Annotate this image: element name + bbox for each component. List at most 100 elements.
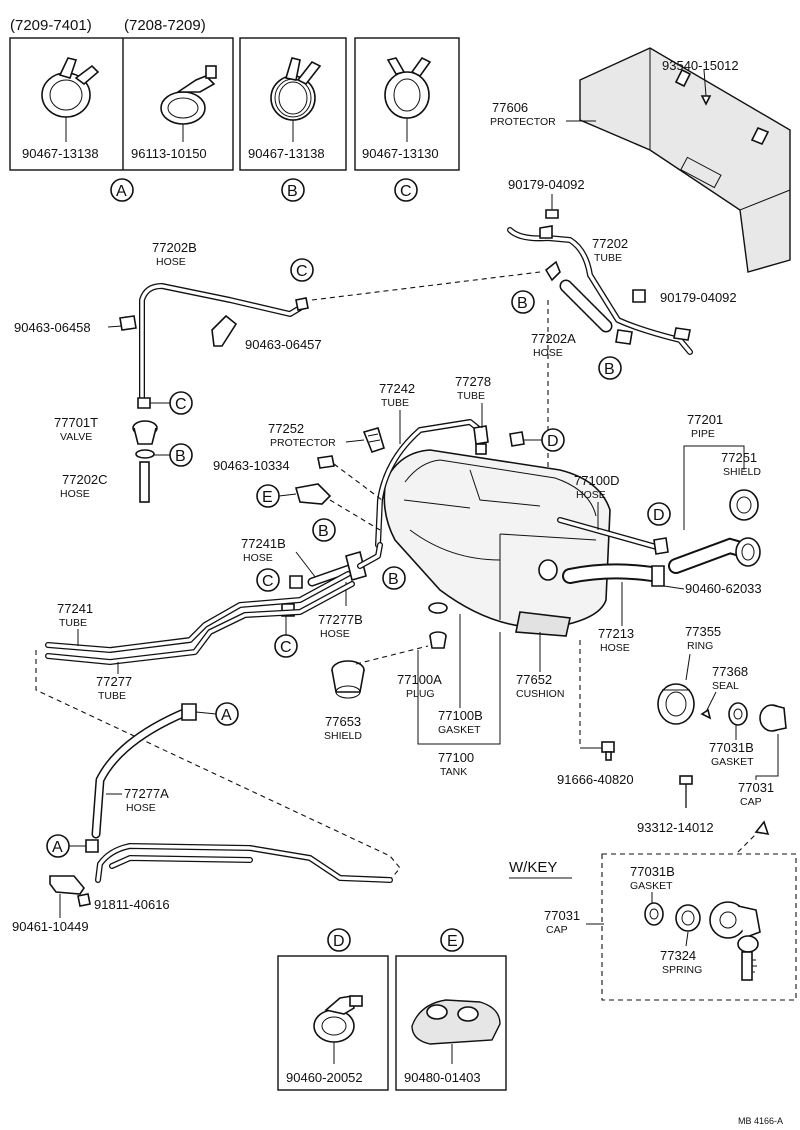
ref-circle-b-top: B [281, 178, 305, 202]
shield-77653-part: 77653 [325, 714, 361, 729]
wkey-spring-part: 77324 [660, 948, 696, 963]
clamp-box-c [354, 37, 460, 171]
tank-name: TANK [440, 766, 467, 778]
valve-clamp-icon [137, 397, 151, 409]
plug-77100a-icon [429, 631, 447, 649]
tube-77202-nut-top: 90179-04092 [508, 177, 585, 192]
ring-part: 77355 [685, 624, 721, 639]
protector-bolt-leader [703, 69, 707, 97]
shield-77653-icon [331, 660, 365, 699]
key-icon [737, 935, 759, 981]
nut-right-icon [632, 289, 646, 303]
tank-bracket [417, 632, 501, 745]
clamp-d-icon [313, 995, 363, 1064]
svg-text:B: B [318, 523, 329, 540]
ref-circle-a-hose-top: A [215, 702, 239, 726]
ref-circle-b-tube-77202: B [598, 356, 622, 380]
svg-text:B: B [175, 448, 186, 465]
shield-77251-name: SHIELD [723, 466, 761, 478]
svg-text:A: A [221, 707, 232, 724]
dash-tube-to-lower [35, 650, 401, 881]
ref-circle-a-top: A [110, 178, 134, 202]
ref-circle-d-box: D [327, 928, 351, 952]
cap-bracket [755, 734, 779, 780]
clamp-06458-leader [107, 325, 123, 328]
pipe-77201-shape [668, 537, 761, 574]
ref-circle-b-77202a: B [511, 290, 535, 314]
cushion-e-large-icon [411, 999, 501, 1064]
tube-77202-nut-right: 90179-04092 [660, 290, 737, 305]
clamp-a1-icon [41, 57, 100, 142]
hose-77241b-name: HOSE [243, 552, 273, 564]
svg-text:C: C [175, 396, 187, 413]
cap-77031-icon [759, 704, 787, 732]
hose-77100d-shape [557, 517, 663, 551]
clamp-a1-part: 90467-13138 [22, 146, 99, 161]
clamp-06457-part: 90463-06457 [245, 337, 322, 352]
tube-77242-name: TUBE [381, 397, 409, 409]
drain-bolt-icon [601, 741, 615, 761]
svg-text:C: C [400, 183, 412, 200]
hose-77202b-part: 77202B [152, 240, 197, 255]
shield-77251-icon [729, 489, 759, 521]
clamp-d-small-icon [509, 431, 525, 447]
clamp-a1-period: (7209-7401) [10, 17, 92, 34]
tube-77277-part: 77277 [96, 674, 132, 689]
bolt-40616-part: 91811-40616 [94, 897, 170, 912]
clamp-box-a [9, 37, 234, 171]
protector-bolt-icon [700, 95, 712, 106]
protector-77252-part: 77252 [268, 421, 304, 436]
protector-name: PROTECTOR [490, 116, 556, 128]
svg-text:B: B [287, 183, 298, 200]
protector-77606-shape [579, 47, 791, 273]
protector-part: 77606 [492, 100, 528, 115]
tube-77278-name: TUBE [457, 390, 485, 402]
ref-circle-e-tank: E [256, 484, 280, 508]
hose-77100d-name: HOSE [576, 489, 606, 501]
ref-circle-b-hose-77241b: B [312, 518, 336, 542]
clamp-a2-part: 96113-10150 [131, 146, 207, 161]
svg-text:C: C [262, 573, 274, 590]
nut-top-icon [545, 209, 559, 219]
plug-part: 77100A [397, 672, 442, 687]
clamp-c-tube-upper-icon [289, 575, 303, 589]
pipe-77201-part: 77201 [687, 412, 723, 427]
svg-text:B: B [388, 571, 399, 588]
screw-14012-icon [679, 775, 693, 808]
gasket-77100b-name: GASKET [438, 724, 481, 736]
seal-icon [700, 708, 712, 720]
dash-shield-to-plug [355, 645, 429, 665]
gasket-77031b-part: 77031B [709, 740, 754, 755]
wkey-lock-cap-icon [709, 901, 761, 939]
tube-77278-shape [473, 425, 489, 455]
clamp-box-d [277, 955, 389, 1091]
ref-circle-e-box: E [440, 928, 464, 952]
hose-77202c-part: 77202C [62, 472, 108, 487]
tube-77241-name: TUBE [59, 617, 87, 629]
hose-77213-shape [562, 563, 660, 584]
cushion-part: 77652 [516, 672, 552, 687]
ref-circle-c-hose-top: C [290, 258, 314, 282]
hose-77202c-name: HOSE [60, 488, 90, 500]
clamp-a2-period: (7208-7209) [124, 17, 206, 34]
cushion-name: CUSHION [516, 688, 564, 700]
wkey-box [601, 853, 797, 1001]
ring-leader [685, 653, 691, 681]
dash-clip-to-tank [333, 463, 383, 501]
wkey-arrow-line [737, 829, 761, 853]
clamp-10449-part: 90461-10449 [12, 919, 89, 934]
plug-name: PLUG [406, 688, 435, 700]
wkey-cap-part: 77031 [544, 908, 580, 923]
ref-circle-a-hose-bottom: A [46, 834, 70, 858]
svg-text:D: D [547, 433, 559, 450]
hose-77277b-part: 77277B [318, 612, 363, 627]
clip-10334-icon [317, 455, 335, 469]
drain-bolt-part: 91666-40820 [557, 772, 634, 787]
protector-77252-leader [345, 439, 365, 443]
hose-77277a-shape [91, 703, 197, 839]
wkey-spring-leader [685, 931, 689, 947]
clamp-62033-icon [651, 565, 665, 587]
hose-77202c-shape [139, 461, 150, 503]
clamp-e-part: 90480-01403 [404, 1070, 481, 1085]
